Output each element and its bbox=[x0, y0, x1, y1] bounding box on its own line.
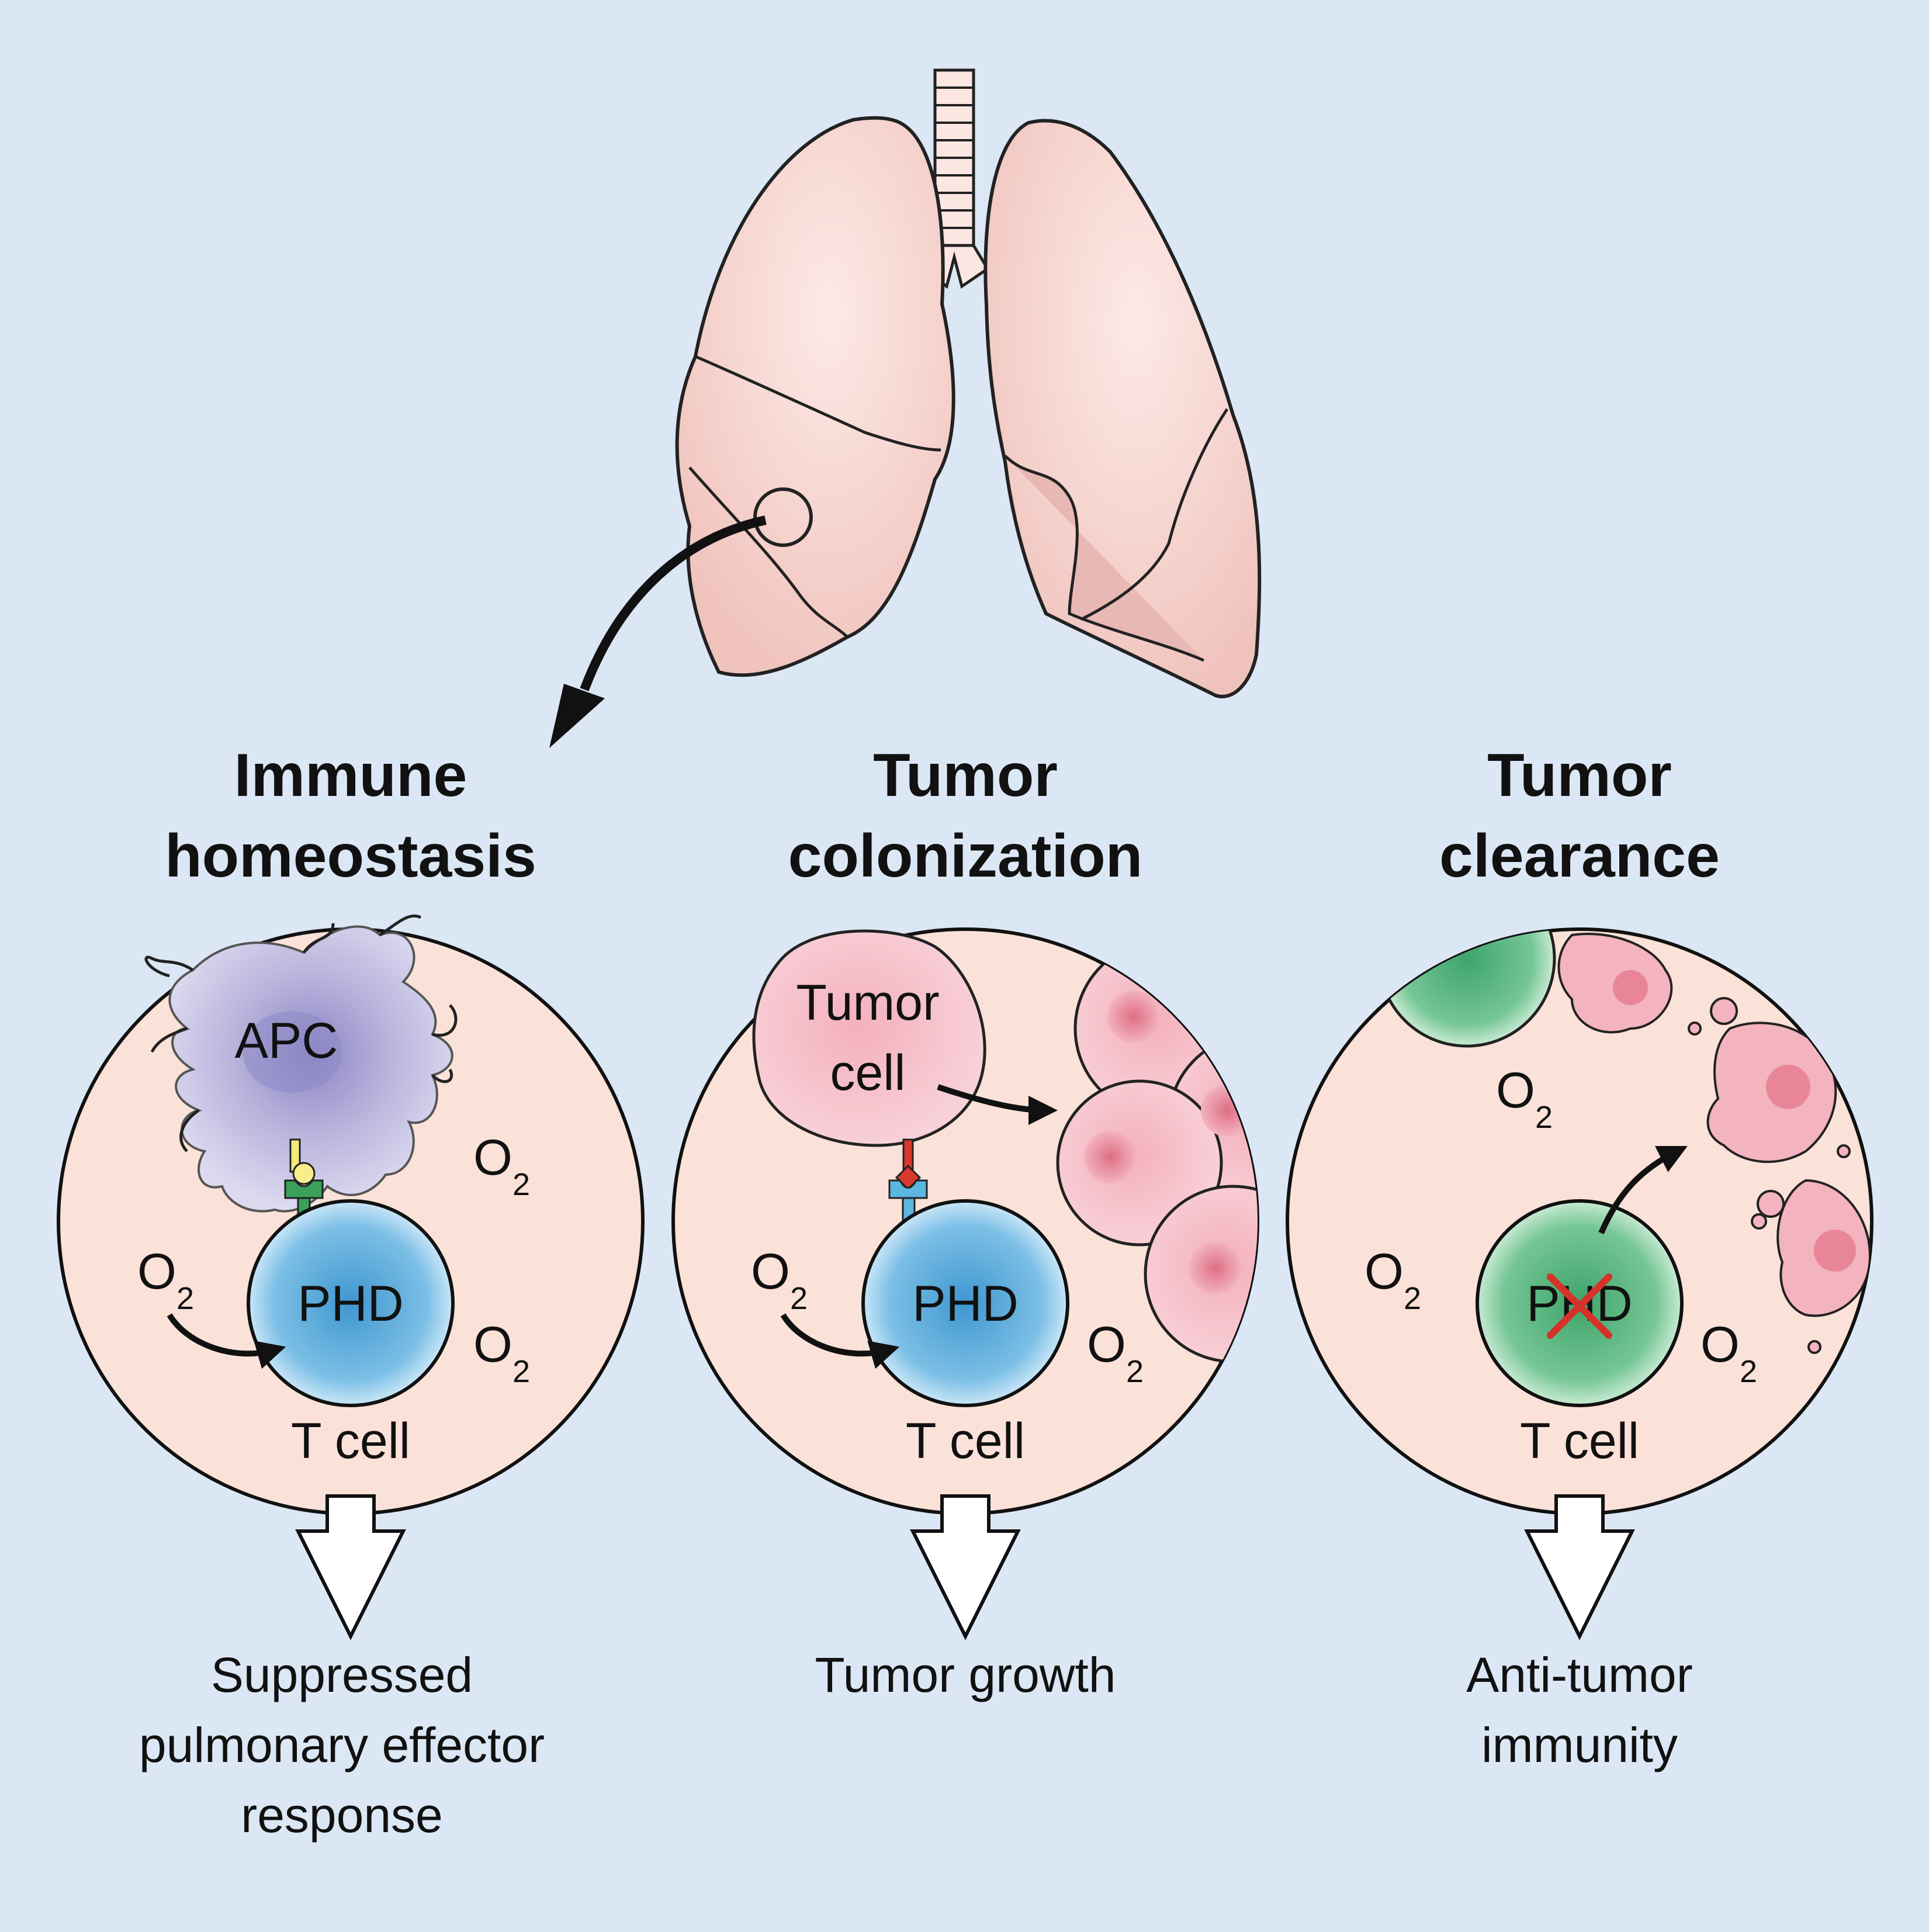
panel2-title-line1: Tumor bbox=[873, 742, 1058, 809]
panel1-title-line1: Immune bbox=[234, 742, 467, 809]
outcomes: Suppressed pulmonary effector response T… bbox=[139, 1647, 1693, 1843]
panel3-o2-right: O 2 bbox=[1701, 1317, 1757, 1389]
svg-text:2: 2 bbox=[512, 1167, 530, 1202]
panel2-tcell-label: T cell bbox=[906, 1413, 1025, 1469]
apc-label: APC bbox=[235, 1013, 338, 1069]
panel3-attack-arrow bbox=[1598, 1146, 1688, 1234]
lungs-illustration bbox=[549, 68, 1262, 748]
left-lung bbox=[675, 116, 955, 677]
panel1-tcell-label: T cell bbox=[291, 1413, 410, 1469]
panel3-title-line2: clearance bbox=[1439, 822, 1720, 890]
panel3-outcome-line1: Anti-tumor bbox=[1466, 1647, 1692, 1702]
panel1-outcome-line1: Suppressed bbox=[211, 1647, 473, 1702]
svg-text:2: 2 bbox=[1535, 1100, 1553, 1135]
panel3-o2-top: O 2 bbox=[1496, 1062, 1553, 1135]
right-lung bbox=[983, 119, 1262, 698]
panel3-debris bbox=[1377, 929, 1872, 1354]
svg-text:O: O bbox=[1365, 1244, 1404, 1300]
svg-text:2: 2 bbox=[1740, 1354, 1757, 1389]
panel-immune-homeostasis: APC PHD T cell O 2 O 2 O 2 bbox=[57, 914, 645, 1515]
panel-tumor-clearance: PHD T cell O 2 O 2 O 2 bbox=[1286, 927, 1873, 1515]
svg-text:2: 2 bbox=[790, 1281, 808, 1316]
svg-text:2: 2 bbox=[176, 1281, 194, 1316]
outcome-arrows bbox=[295, 1494, 1635, 1640]
panel-titles: Immune homeostasis Tumor colonization Tu… bbox=[165, 742, 1720, 890]
panel1-outcome-arrow bbox=[295, 1494, 406, 1640]
panel2-colonize-arrow bbox=[937, 1084, 1058, 1125]
panel1-o2-uptake-arrow bbox=[167, 1313, 286, 1369]
svg-text:2: 2 bbox=[1404, 1281, 1421, 1316]
svg-text:O: O bbox=[137, 1244, 176, 1300]
phd-deletion-cross bbox=[1547, 1273, 1612, 1339]
panel1-o2-right-bottom: O 2 bbox=[473, 1317, 530, 1389]
panel2-outcome-arrow bbox=[910, 1494, 1021, 1640]
svg-text:O: O bbox=[1496, 1062, 1535, 1119]
panel2-phd-label: PHD bbox=[912, 1276, 1019, 1332]
svg-text:O: O bbox=[473, 1317, 512, 1373]
panel1-o2-right-top: O 2 bbox=[473, 1130, 530, 1202]
svg-text:O: O bbox=[1087, 1317, 1126, 1373]
panel2-tumor-label-line2: cell bbox=[830, 1045, 905, 1101]
panel1-phd-label: PHD bbox=[297, 1276, 404, 1332]
panel1-tcell bbox=[247, 1199, 455, 1407]
panel1-outcome-line2: pulmonary effector bbox=[139, 1718, 545, 1772]
panel2-title-line2: colonization bbox=[788, 822, 1143, 890]
panel3-tcell-label: T cell bbox=[1520, 1413, 1639, 1469]
panel2-outcome-line1: Tumor growth bbox=[815, 1647, 1116, 1702]
panel2-receptor-ligand bbox=[888, 1138, 928, 1228]
panel2-tcell bbox=[861, 1199, 1069, 1407]
panel1-o2-left: O 2 bbox=[137, 1244, 194, 1316]
panel3-outcome-line2: immunity bbox=[1481, 1718, 1678, 1772]
panel1-outcome-line3: response bbox=[241, 1788, 443, 1843]
panel3-title-line1: Tumor bbox=[1487, 742, 1672, 809]
panel2-tumor-cell bbox=[752, 929, 986, 1147]
lung-region-marker bbox=[753, 487, 813, 547]
svg-text:O: O bbox=[473, 1130, 512, 1186]
zoom-arrow bbox=[580, 515, 767, 691]
panel3-o2-left: O 2 bbox=[1365, 1244, 1421, 1316]
panel3-outcome-arrow bbox=[1524, 1494, 1635, 1640]
svg-text:O: O bbox=[751, 1244, 790, 1300]
panel-tumor-colonization: Tumor cell PHD T cell O 2 O 2 bbox=[671, 927, 1259, 1515]
panel2-o2-right: O 2 bbox=[1087, 1317, 1144, 1389]
panel2-tumor-label-line1: Tumor bbox=[796, 975, 939, 1031]
svg-text:2: 2 bbox=[512, 1354, 530, 1389]
panel2-o2-uptake-arrow bbox=[780, 1313, 900, 1369]
panel1-title-line2: homeostasis bbox=[165, 822, 536, 890]
apc-cell bbox=[144, 914, 458, 1213]
svg-text:2: 2 bbox=[1126, 1354, 1144, 1389]
panel2-o2-left: O 2 bbox=[751, 1244, 808, 1316]
svg-text:O: O bbox=[1701, 1317, 1740, 1373]
